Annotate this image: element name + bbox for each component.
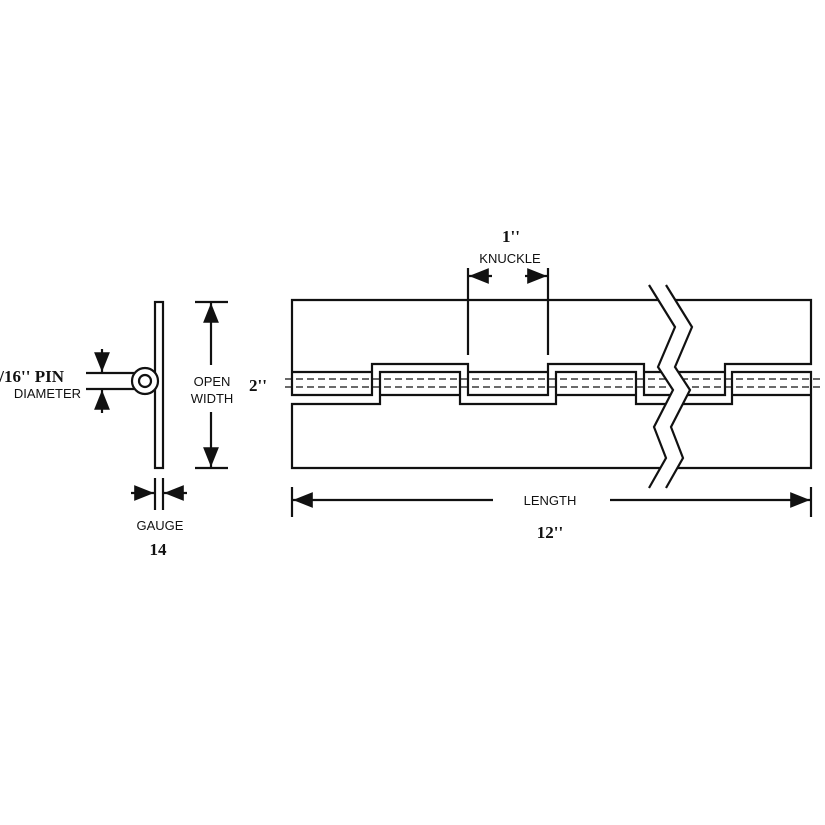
knuckle-label: KNUCKLE (479, 251, 541, 266)
pin-diameter-label: DIAMETER (14, 386, 81, 401)
open-width-label-1: OPEN (194, 374, 231, 389)
break-line (665, 284, 694, 489)
pin-size-value: 3/16'' PIN (0, 367, 65, 386)
pin (137, 373, 153, 389)
pin-barrel (130, 366, 160, 396)
gauge-value: 14 (150, 540, 168, 559)
length-label: LENGTH (524, 493, 577, 508)
side-view (86, 300, 228, 510)
top-leaf (290, 298, 813, 397)
open-width-label-2: WIDTH (191, 391, 234, 406)
break-line (648, 284, 677, 489)
knuckle-value: 1'' (502, 227, 520, 246)
bottom-leaf (290, 370, 813, 470)
break-gap (649, 285, 692, 488)
front-view (285, 268, 822, 517)
gauge-label: GAUGE (137, 518, 184, 533)
length-value: 12'' (537, 523, 563, 542)
open-width-value: 2'' (249, 376, 267, 395)
knuckle-inner-lines (292, 370, 811, 397)
